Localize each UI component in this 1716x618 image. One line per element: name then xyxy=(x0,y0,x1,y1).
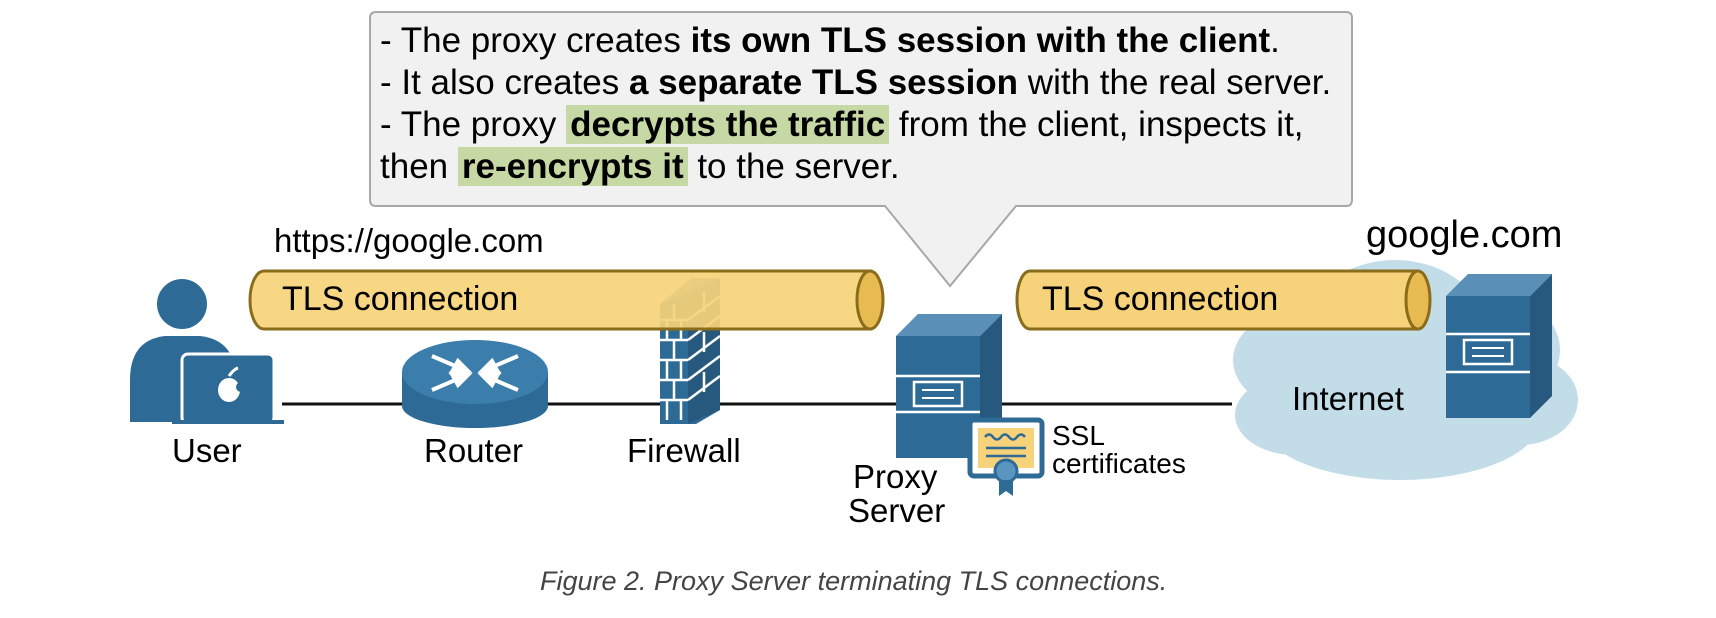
internet-label: Internet xyxy=(1292,380,1404,417)
user-label: User xyxy=(172,432,242,469)
ssl-label-line-1: SSL xyxy=(1052,420,1105,451)
url-label: https://google.com xyxy=(274,222,544,259)
router-label: Router xyxy=(424,432,524,469)
figure-caption: Figure 2. Proxy Server terminating TLS c… xyxy=(540,566,1168,596)
tls-connection-right-label: TLS connection xyxy=(1042,280,1279,318)
callout-line-2: - It also creates a separate TLS session… xyxy=(380,63,1332,102)
tls-connection-left-label: TLS connection xyxy=(282,280,519,318)
callout-bubble xyxy=(369,11,1353,288)
callout-text: - The proxy creates its own TLS session … xyxy=(380,20,1340,188)
google-server-icon xyxy=(1446,274,1552,418)
router-icon xyxy=(402,340,548,428)
tls-tube-right xyxy=(1015,269,1432,331)
callout-line-1: - The proxy creates its own TLS session … xyxy=(380,21,1280,60)
ssl-label-line-2: certificates xyxy=(1052,448,1186,479)
tls-tube-left xyxy=(248,269,885,331)
user-icon xyxy=(130,279,284,426)
apple-logo-icon xyxy=(218,366,246,402)
firewall-label: Firewall xyxy=(627,432,741,469)
callout-line-4: then re-encrypts it to the server. xyxy=(380,147,900,186)
callout-line-3: - The proxy decrypts the traffic from th… xyxy=(380,105,1304,144)
proxy-label-line-1: Proxy xyxy=(853,458,938,495)
proxy-label-line-2: Server xyxy=(848,492,946,529)
ssl-certificate-icon xyxy=(967,417,1045,496)
server-hostname-label: google.com xyxy=(1366,214,1563,256)
